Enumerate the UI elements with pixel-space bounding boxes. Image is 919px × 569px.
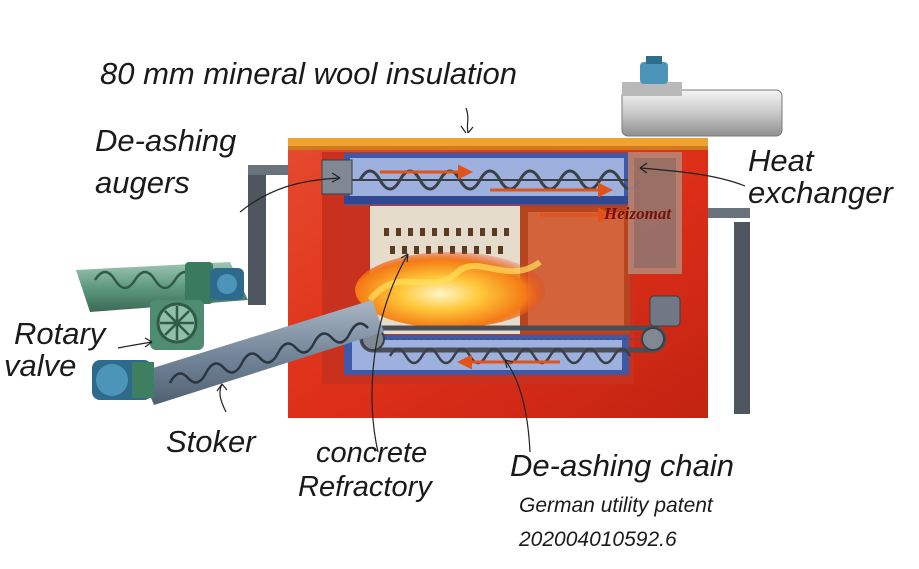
label-heat-exchanger-1: Heat [748, 143, 814, 178]
leader-lines [117, 107, 746, 453]
label-patent-2: 202004010592.6 [519, 528, 677, 551]
rotary-valve [150, 300, 204, 350]
label-rotary-valve-1: Rotary [14, 316, 106, 351]
exhaust-duct [621, 56, 783, 137]
support-legs [248, 165, 750, 414]
heat-exchanger-box [628, 152, 682, 274]
label-insulation: 80 mm mineral wool insulation [100, 56, 517, 91]
stoker-screw [92, 300, 384, 405]
label-refractory-2: Refractory [298, 471, 432, 503]
brand-logo: Heizomat [603, 204, 672, 223]
label-deashing-augers-2: augers [95, 165, 190, 200]
top-auger [321, 159, 642, 223]
label-heat-exchanger-2: exchanger [748, 175, 893, 210]
label-patent-1: German utility patent [519, 494, 713, 517]
feed-screw [76, 262, 248, 312]
label-refractory-1: concrete [316, 437, 428, 469]
label-rotary-valve-2: valve [4, 348, 77, 383]
label-deashing-augers-1: De-ashing [95, 123, 237, 158]
label-deashing-chain: De-ashing chain [510, 448, 735, 483]
label-stoker: Stoker [166, 424, 256, 459]
